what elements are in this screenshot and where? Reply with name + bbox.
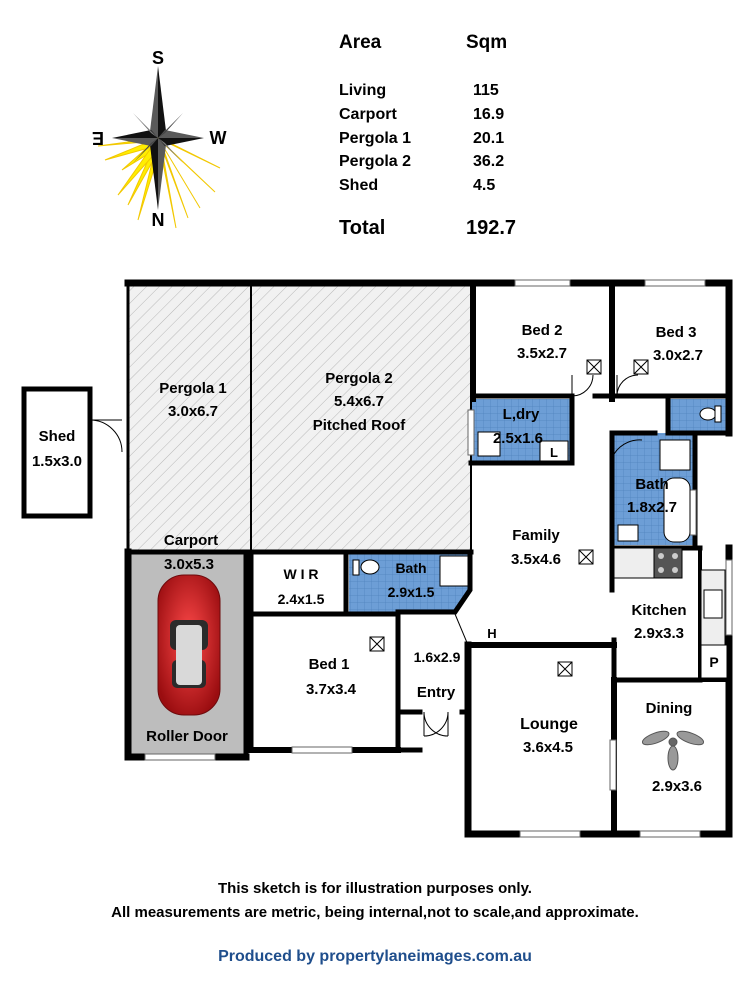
main-bath-name: Bath (635, 476, 668, 493)
bed2-name: Bed 2 (522, 322, 563, 339)
area-row-name: Carport (339, 106, 397, 123)
entry-name: Entry (417, 684, 456, 701)
toilet-icon (352, 559, 380, 576)
bed3-name: Bed 3 (656, 324, 697, 341)
compass-star-icon (112, 66, 204, 210)
laundry-tub-icon (477, 431, 501, 457)
fixtures: L P (352, 359, 728, 771)
area-row-value: 4.5 (473, 177, 495, 194)
pergola1-floor (128, 284, 251, 552)
area-row-value: 16.9 (473, 106, 504, 123)
shed-name: Shed (39, 428, 76, 445)
pantry (700, 644, 728, 679)
pergola1-size: 3.0x6.7 (168, 403, 218, 420)
carport-size: 3.0x5.3 (164, 556, 214, 573)
area-header: Area (339, 32, 382, 53)
bed1-name: Bed 1 (309, 656, 350, 673)
credit-line: Produced by propertylaneimages.com.au (218, 948, 532, 965)
shower-icon (659, 439, 691, 471)
shower-icon (439, 555, 469, 587)
bed2-size: 3.5x2.7 (517, 345, 567, 362)
area-row-name: Pergola 2 (339, 153, 411, 170)
bed3-size: 3.0x2.7 (653, 347, 703, 364)
windows (144, 279, 733, 838)
cooktop-icon (653, 547, 683, 579)
toilet-icon (699, 405, 722, 423)
family-name: Family (512, 527, 560, 544)
area-row-name: Pergola 1 (339, 130, 411, 147)
pergola2-floor (251, 284, 471, 552)
car-icon (157, 574, 221, 716)
area-row-name: Shed (339, 177, 378, 194)
dining-size: 2.9x3.6 (652, 778, 702, 795)
bed1-size: 3.7x3.4 (306, 681, 357, 698)
total-label: Total (339, 217, 385, 239)
kitchen-name: Kitchen (631, 602, 686, 619)
small-bath-size: 2.9x1.5 (388, 584, 435, 600)
floor-plan: S N W E Area Sqm Living 115 Carport 16.9… (21, 32, 733, 838)
linen-label: L (550, 445, 558, 460)
roller-door-label: Roller Door (146, 728, 228, 745)
area-row-value: 36.2 (473, 153, 504, 170)
pergola2-note: Pitched Roof (313, 417, 407, 434)
bathtub-icon (663, 477, 691, 543)
hall-marker: H (487, 626, 496, 641)
area-row-value: 115 (473, 82, 499, 99)
compass-rose: S N W E (92, 48, 227, 230)
dining-name: Dining (646, 700, 693, 717)
ceiling-fan-icon (641, 730, 705, 771)
laundry-name: L,dry (503, 406, 540, 423)
sqm-header: Sqm (466, 32, 507, 53)
compass-e-label: E (92, 128, 104, 148)
wir-size: 2.4x1.5 (278, 591, 325, 607)
small-bath-name: Bath (395, 560, 426, 576)
lounge-size: 3.6x4.5 (523, 739, 573, 756)
family-size: 3.5x4.6 (511, 551, 561, 568)
lounge-name: Lounge (520, 716, 578, 733)
kitchen-bench (613, 547, 655, 579)
main-bath-size: 1.8x2.7 (627, 499, 677, 516)
compass-n-label: N (152, 210, 165, 230)
pergola2-name: Pergola 2 (325, 370, 393, 387)
room-labels: Shed 1.5x3.0 Pergola 1 3.0x6.7 Pergola 2… (32, 322, 703, 795)
total-value: 192.7 (466, 217, 516, 239)
pergola1-name: Pergola 1 (159, 380, 227, 397)
laundry-size: 2.5x1.6 (493, 430, 543, 447)
doors (89, 374, 643, 737)
vanity-icon (617, 524, 639, 542)
disclaimer-line-2: All measurements are metric, being inter… (111, 904, 639, 921)
area-row-name: Living (339, 82, 386, 99)
kitchen-size: 2.9x3.3 (634, 625, 684, 642)
disclaimer-line-1: This sketch is for illustration purposes… (218, 880, 532, 897)
sink-icon (703, 589, 723, 619)
hall-size: 1.6x2.9 (414, 649, 461, 665)
shed-size: 1.5x3.0 (32, 453, 82, 470)
ceiling-light-icon (369, 359, 649, 677)
linen-cupboard (539, 440, 569, 462)
pergola2-size: 5.4x6.7 (334, 393, 384, 410)
carport-name: Carport (164, 532, 218, 549)
pantry-label: P (709, 654, 718, 670)
area-table: Area Sqm Living 115 Carport 16.9 Pergola… (339, 32, 516, 239)
area-row-value: 20.1 (473, 130, 504, 147)
compass-w-label: W (210, 128, 227, 148)
wir-name: W I R (284, 566, 319, 582)
compass-s-label: S (152, 48, 164, 68)
